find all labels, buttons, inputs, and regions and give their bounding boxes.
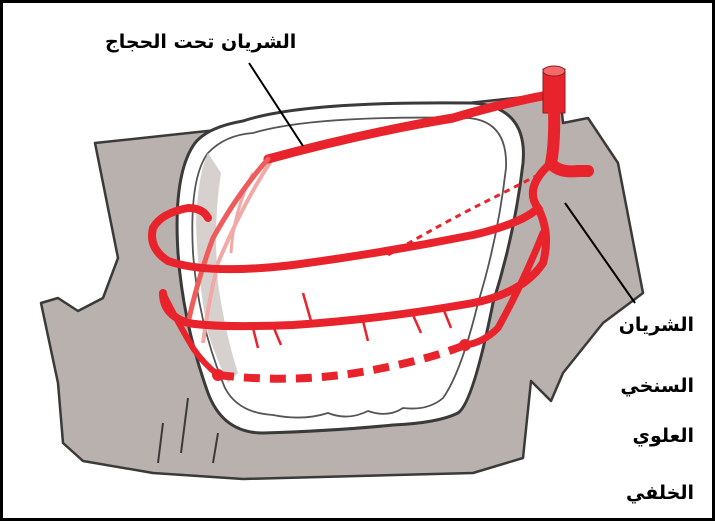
maxilla-diagram (3, 3, 715, 524)
vessel-trunk-top (543, 66, 565, 76)
label-psa-line-2: السنخي (618, 377, 696, 396)
label-psa-line-1: الشريان (617, 316, 696, 335)
label-psa-line-4: الخلفي (624, 484, 696, 503)
label-psa-line-3: العلوي (631, 427, 696, 446)
label-infraorbital-artery: الشريان تحت الحجاج (103, 33, 298, 52)
dashed-artery-node-right (459, 339, 471, 351)
dashed-artery-node-left (212, 369, 224, 381)
